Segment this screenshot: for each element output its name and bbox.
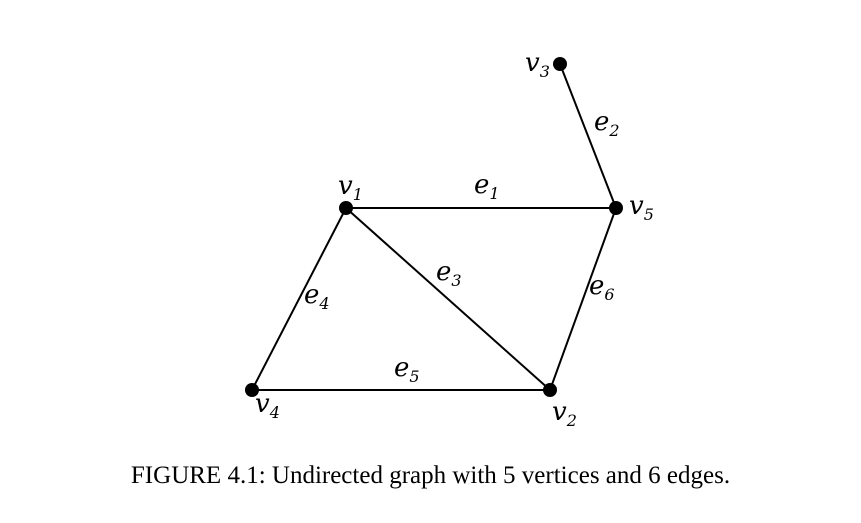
edge-e6 [549,207,617,391]
edge-label-e5: e5 [394,353,420,386]
vertices-layer [245,57,623,397]
vertex-label-v1: v1 [338,171,363,204]
figure-caption: FIGURE 4.1: Undirected graph with 5 vert… [130,462,731,489]
edge-label-e6: e6 [589,271,615,304]
vertex-label-v4: v4 [255,389,280,422]
vertex-label-v3: v3 [525,48,550,81]
edge-e2 [559,63,617,209]
edge-label-e1: e1 [474,170,500,203]
vertex-v1 [339,201,353,215]
vertex-v4 [245,383,259,397]
vertex-v5 [609,201,623,215]
vertex-v3 [553,57,567,71]
edge-label-e2: e2 [594,107,620,140]
edge-label-e3: e3 [436,257,462,290]
edge-label-e4: e4 [304,280,330,313]
graph-diagram: e1 e2 e3 e4 e5 e6 v1 v2 v3 v4 v5 [245,48,654,430]
edge-e3 [345,207,551,391]
edge-e4 [251,207,347,391]
edges-layer [251,63,617,391]
vertex-label-v2: v2 [552,397,577,430]
vertex-v2 [543,383,557,397]
labels-layer: e1 e2 e3 e4 e5 e6 v1 v2 v3 v4 v5 [255,48,654,430]
vertex-label-v5: v5 [629,191,654,224]
